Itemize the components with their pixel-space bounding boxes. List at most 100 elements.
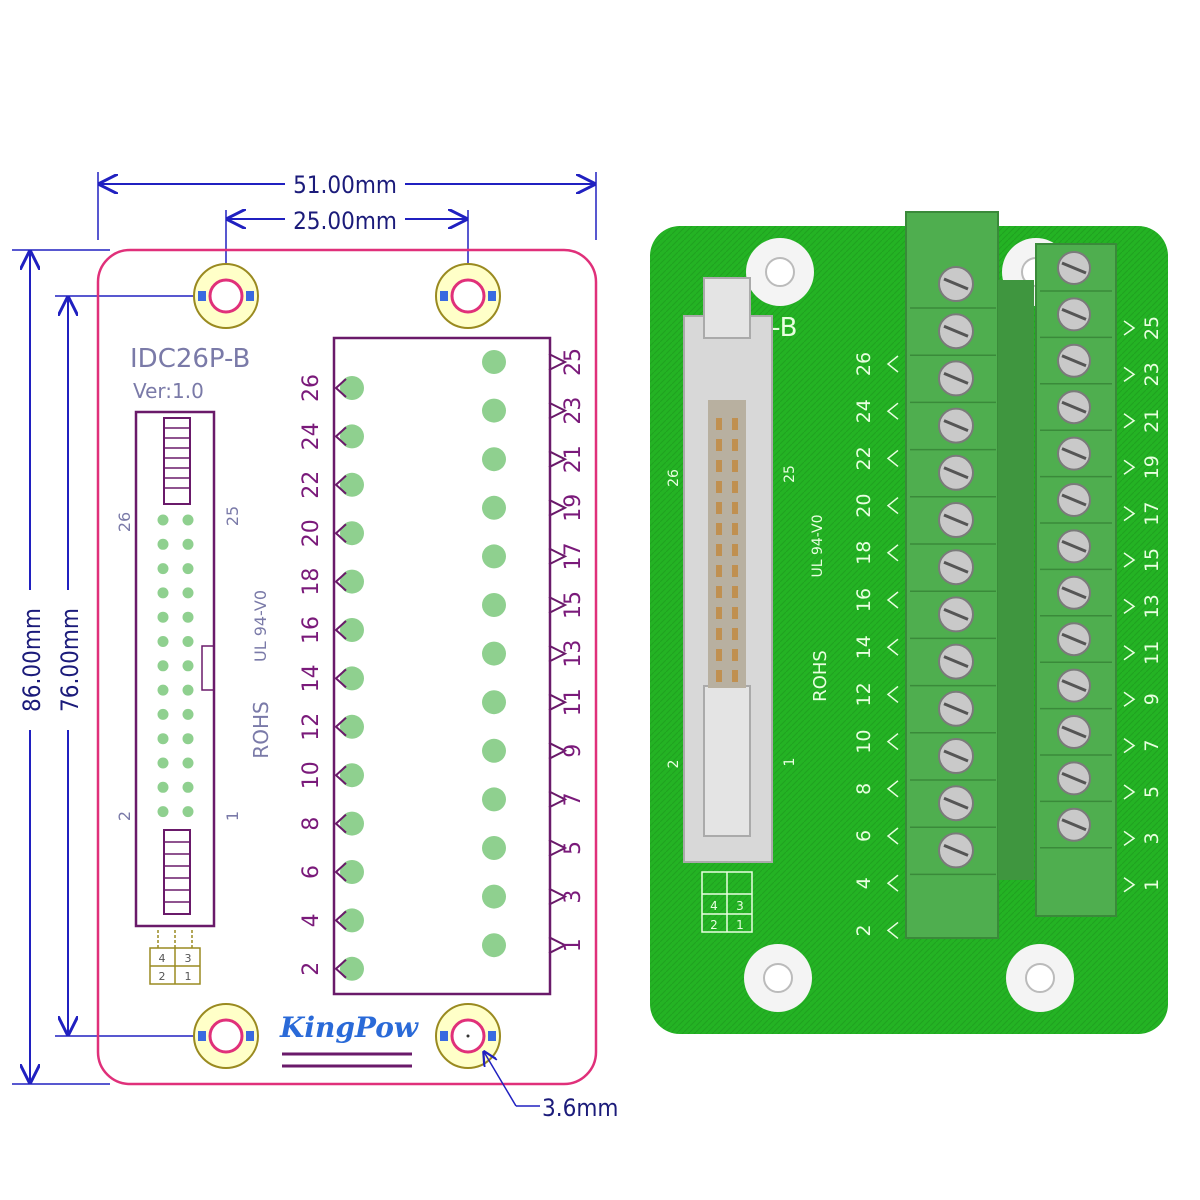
technical-drawing: 51.00mm 25.00mm 86.00mm 76.00mm 3.6mm ID… [12,171,618,1122]
product-photo: P-B 26 25 2 1 UL 94-V0 ROHS 4 3 2 1 2 [650,211,1168,1034]
vertical-hole-spacing-dimension: 76.00mm [56,608,84,712]
terminal-pad-7 [482,787,506,812]
photo-pin-label-19: 19 [1141,455,1163,479]
photo-pin-label-21: 21 [1141,409,1163,433]
pin-label-1: 1 [561,938,586,952]
photo-pin-marker-16 [886,591,899,609]
pin-label-22: 22 [299,471,324,499]
terminal-pad-23 [482,398,506,423]
photo-header-pin [716,649,722,661]
photo-pin-label-12: 12 [853,682,875,706]
photo-header-label-25: 25 [782,465,798,483]
pin-marker-20 [334,523,347,543]
pin-marker-22 [334,475,347,495]
photo-pin-label-3: 3 [1141,832,1163,844]
terminal-pads: 2624222018161412108642252321191715131197… [299,348,586,981]
screw-slot-9 [1061,632,1087,646]
pin-marker-11 [548,693,568,712]
header-pin [157,684,169,696]
screw-slot-1 [1061,818,1087,832]
photo-pin-marker-21 [1123,413,1136,429]
screw-slot-3 [1061,772,1087,785]
board-outline [96,248,598,1086]
photo-header-pin [732,481,738,493]
screw-slot-25 [1061,261,1087,275]
pin-label-21: 21 [561,445,586,473]
header-pin [182,563,194,575]
pin-marker-18 [334,571,347,592]
photo-pin-marker-1 [1123,877,1136,893]
screw-slot-6 [943,749,969,763]
pin-label-13: 13 [561,640,586,668]
board-version: Ver:1.0 [133,379,204,403]
photo-header-pin [732,544,738,556]
terminal-pad-24 [340,424,364,449]
screw-slot-18 [943,466,969,480]
photo-header-pin [716,523,722,535]
photo-pin-label-14: 14 [853,635,875,659]
header-label-26: 26 [115,512,134,532]
photo-pin-label-26: 26 [853,352,875,376]
pin-label-6: 6 [299,865,324,879]
photo-pin-marker-18 [886,544,899,562]
pin-label-2: 2 [299,962,324,976]
photo-header-pin [716,670,722,682]
terminal-pad-4 [340,908,364,933]
screw-slot-21 [1061,354,1087,368]
terminal-pad-10 [340,763,364,788]
header-pin [157,538,169,550]
header-pin [182,733,194,745]
photo-pin-marker-2 [886,921,899,939]
footprint-label-1: 1 [185,970,192,983]
photo-pin-marker-17 [1123,505,1136,522]
board-name: IDC26P-B [130,344,250,374]
pin-marker-21 [548,450,568,469]
terminal-pad-3 [482,884,506,909]
terminal-pad-25 [482,350,506,374]
header-pin [182,806,194,818]
photo-header-pin [732,502,738,514]
photo-material-label: UL 94-V0 [810,514,826,577]
pin-marker-7 [548,790,568,809]
terminal-pad-16 [340,618,364,642]
photo-header-pin [716,460,722,472]
header-pin [157,611,169,623]
header-pin [157,757,169,769]
photo-pin-label-16: 16 [853,588,875,612]
screw-slot-20 [943,419,969,432]
pin-label-11: 11 [561,688,586,716]
pin-marker-13 [548,644,568,663]
pin-marker-3 [548,887,568,906]
terminal-pad-20 [340,521,364,546]
photo-pin-marker-11 [1123,645,1136,661]
pin-label-24: 24 [299,422,324,450]
pin-label-18: 18 [299,568,324,596]
pin-label-12: 12 [299,713,324,741]
photo-pin-label-8: 8 [853,783,875,795]
hole-spacing-dimension: 25.00mm [293,207,397,235]
rohs-label: ROHS [249,701,273,758]
photo-header-label-1: 1 [782,758,798,767]
pin-label-16: 16 [299,616,324,644]
footprint-label-2: 2 [159,970,166,983]
pin-label-3: 3 [561,890,586,904]
header-label-25: 25 [223,506,242,526]
photo-footprint-label-4: 4 [710,899,718,913]
photo-header-pin [716,418,722,430]
photo-header-pin [732,460,738,472]
photo-pin-label-15: 15 [1141,548,1163,572]
screw-slot-11 [1061,586,1087,600]
header-label-1: 1 [223,811,242,821]
screw-slot-22 [943,372,969,385]
pin-marker-19 [548,498,568,517]
photo-header-pin [732,670,738,682]
pin-marker-5 [548,839,568,857]
screw-slot-12 [943,608,969,621]
photo-pin-marker-25 [1123,320,1136,336]
screw-slot-8 [943,702,969,716]
terminal-pad-22 [340,472,364,497]
header-pin [182,587,194,599]
screw-slot-16 [943,513,969,527]
terminal-pad-14 [340,666,364,691]
width-dimension: 51.00mm [293,171,397,199]
